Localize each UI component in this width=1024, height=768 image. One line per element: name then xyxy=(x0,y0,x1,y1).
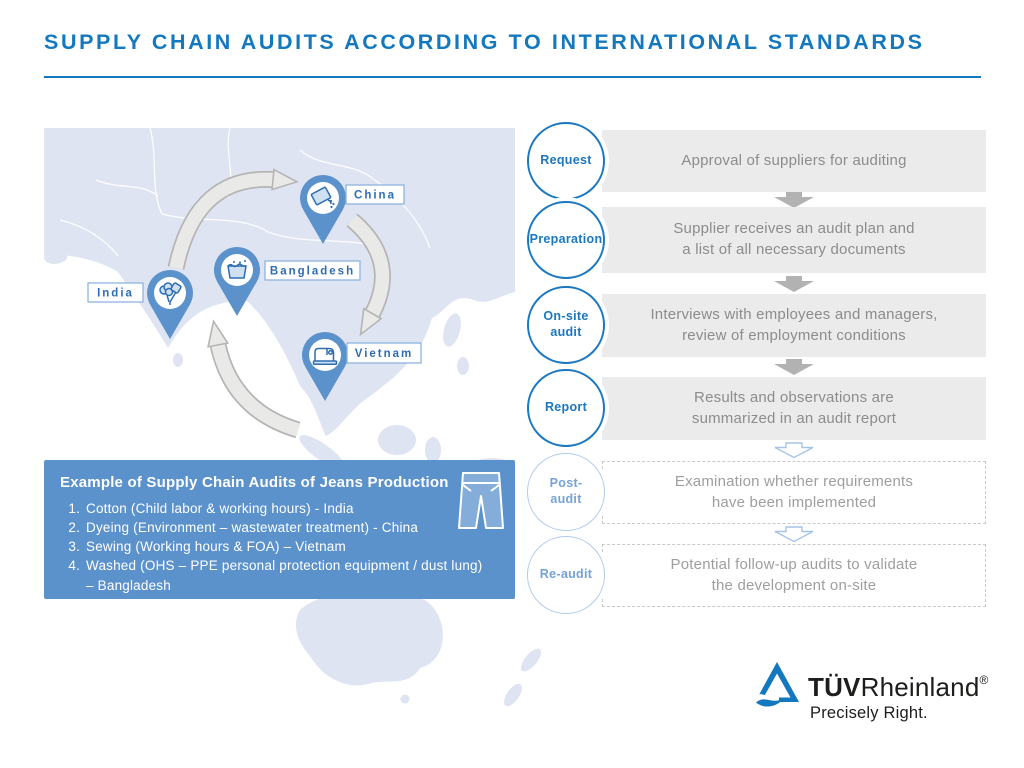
svg-text:China: China xyxy=(354,190,396,202)
logo-tagline: Precisely Right. xyxy=(810,704,928,722)
down-arrow-icon xyxy=(774,359,814,375)
bangladesh-pin xyxy=(214,247,260,316)
svg-text:India: India xyxy=(97,288,134,300)
step-circle-preparation: Preparation xyxy=(527,201,605,279)
arrow-vietnam-to-india xyxy=(207,319,301,439)
example-list-item: Sewing (Working hours & FOA) – Vietnam xyxy=(84,537,486,556)
step-box-report: Results and observations are summarized … xyxy=(602,377,986,440)
step-box-onsite-audit: Interviews with employees and managers, … xyxy=(602,294,986,357)
bangladesh-label: Bangladesh xyxy=(264,260,361,281)
example-box-title: Example of Supply Chain Audits of Jeans … xyxy=(60,474,449,491)
step-box-request: Approval of suppliers for auditing xyxy=(602,130,986,192)
example-list-item: Dyeing (Environment – wastewater treatme… xyxy=(84,518,486,537)
india-pin xyxy=(147,270,193,339)
page-title: SUPPLY CHAIN AUDITS ACCORDING TO INTERNA… xyxy=(44,30,925,54)
example-list: Cotton (Child labor & working hours) - I… xyxy=(60,499,499,595)
step-circle-report: Report xyxy=(527,369,605,447)
logo-tuv: TÜV xyxy=(808,672,861,702)
india-label: India xyxy=(87,282,144,303)
arrow-india-to-china xyxy=(167,168,299,270)
logo-rheinland: Rheinland xyxy=(860,672,980,702)
registered-mark: ® xyxy=(979,673,989,688)
down-arrow-icon xyxy=(774,192,814,208)
map-labels: India China Bangladesh Vietnam xyxy=(87,184,422,364)
step-circle-re-audit: Re-audit xyxy=(527,536,605,614)
step-box-preparation: Supplier receives an audit plan and a li… xyxy=(602,207,986,273)
down-arrow-outline-icon xyxy=(774,526,814,543)
down-arrow-icon xyxy=(774,276,814,292)
step-circle-post-audit: Post- audit xyxy=(527,453,605,531)
step-circle-request: Request xyxy=(527,122,605,200)
step-box-re-audit: Potential follow-up audits to validate t… xyxy=(602,544,986,607)
step-circle-onsite-audit: On-site audit xyxy=(527,286,605,364)
dye-pouring-icon xyxy=(310,186,335,209)
map-landmass xyxy=(44,128,542,707)
example-box: Example of Supply Chain Audits of Jeans … xyxy=(44,460,515,599)
example-list-item: Cotton (Child labor & working hours) - I… xyxy=(84,499,486,518)
jeans-icon xyxy=(458,472,504,529)
china-pin xyxy=(300,175,346,244)
svg-text:Bangladesh: Bangladesh xyxy=(270,266,355,278)
example-list-item: Washed (OHS – PPE personal protection eq… xyxy=(84,556,486,594)
china-label: China xyxy=(345,184,405,205)
logo-wordmark: TÜVRheinland® xyxy=(808,672,989,703)
supply-cycle-arrows xyxy=(167,168,391,439)
down-arrow-outline-icon xyxy=(774,442,814,459)
vietnam-label: Vietnam xyxy=(346,342,422,364)
sewing-machine-icon xyxy=(312,347,338,365)
vietnam-pin xyxy=(302,332,348,401)
cotton-icon xyxy=(159,282,182,305)
step-box-post-audit: Examination whether requirements have be… xyxy=(602,461,986,524)
svg-text:Vietnam: Vietnam xyxy=(355,348,414,360)
title-divider xyxy=(44,76,981,78)
arrow-china-to-vietnam xyxy=(346,213,391,337)
washing-tub-icon xyxy=(227,260,247,279)
tuv-triangle-icon xyxy=(754,662,799,707)
